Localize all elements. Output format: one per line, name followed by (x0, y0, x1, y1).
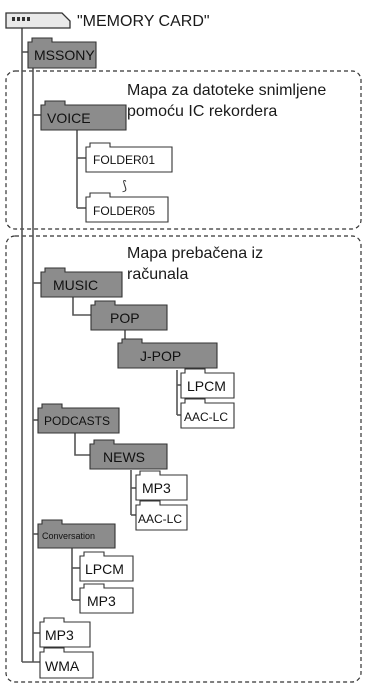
folder-mp3-root[interactable]: MP3 (39, 617, 91, 648)
pc-group-box (5, 235, 362, 683)
svg-text:MP3: MP3 (87, 593, 116, 609)
folder-lpcm-conv[interactable]: LPCM (79, 551, 134, 582)
pc-group-description: Mapa prebačena iz računala (127, 243, 263, 285)
folder-mp3-conv[interactable]: MP3 (79, 583, 134, 614)
folder-mp3-news[interactable]: MP3 (135, 470, 188, 501)
voice-description-line-2: pomoću IC rekordera (127, 103, 278, 120)
svg-text:J-POP: J-POP (140, 348, 181, 364)
folder-podcasts[interactable]: PODCASTS (37, 403, 120, 434)
pc-description-line-2: računala (127, 266, 189, 283)
folder-lpcm-jpop[interactable]: LPCM (180, 368, 235, 399)
svg-text:VOICE: VOICE (47, 110, 91, 126)
svg-text:MSSONY: MSSONY (34, 47, 95, 63)
folder-voice[interactable]: VOICE (40, 100, 127, 131)
svg-text:WMA: WMA (45, 658, 80, 674)
folder-folder05[interactable]: FOLDER05 (85, 192, 169, 223)
folder-news[interactable]: NEWS (89, 439, 168, 470)
svg-text:MUSIC: MUSIC (53, 277, 98, 293)
folder-folder01[interactable]: FOLDER01 (85, 142, 173, 173)
svg-text:PODCASTS: PODCASTS (44, 414, 110, 428)
svg-text:LPCM: LPCM (187, 378, 226, 394)
svg-text:POP: POP (110, 310, 140, 326)
folder-aac-jpop[interactable]: AAC-LC (180, 398, 235, 429)
folder-conversation[interactable]: Conversation (37, 519, 116, 549)
memory-card-icon (5, 12, 71, 29)
svg-text:MP3: MP3 (45, 627, 74, 643)
svg-text:AAC-LC: AAC-LC (138, 512, 182, 526)
folder-wma-root[interactable]: WMA (39, 647, 94, 679)
memory-card-label: "MEMORY CARD" (77, 13, 210, 30)
svg-text:NEWS: NEWS (103, 449, 145, 465)
ellipsis-marker: ⟆ (122, 178, 127, 193)
svg-text:MP3: MP3 (142, 480, 171, 496)
svg-text:LPCM: LPCM (85, 561, 124, 577)
svg-text:FOLDER05: FOLDER05 (93, 204, 155, 218)
folder-music[interactable]: MUSIC (40, 267, 123, 298)
voice-group-description: Mapa za datoteke snimljene pomoću IC rek… (127, 80, 326, 122)
svg-text:FOLDER01: FOLDER01 (93, 153, 155, 167)
folder-jpop[interactable]: J-POP (117, 338, 218, 369)
voice-group-box (5, 70, 362, 230)
folder-aac-news[interactable]: AAC-LC (135, 500, 188, 531)
voice-description-line-1: Mapa za datoteke snimljene (127, 82, 327, 99)
svg-text:AAC-LC: AAC-LC (184, 410, 228, 424)
folder-pop[interactable]: POP (90, 300, 168, 331)
pc-description-line-1: Mapa prebačena iz (127, 245, 264, 262)
folder-mssony[interactable]: MSSONY (27, 37, 97, 69)
svg-text:Conversation: Conversation (42, 531, 95, 541)
